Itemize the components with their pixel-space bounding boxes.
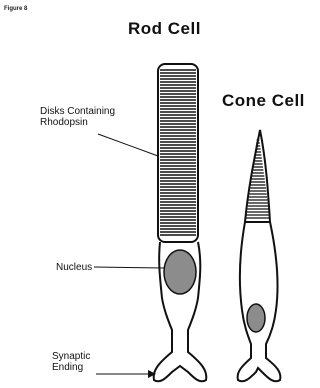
rod-nucleus [164, 250, 196, 294]
cone-nucleus [247, 304, 265, 332]
rod-disks [160, 70, 196, 235]
cone-cell [238, 130, 281, 381]
rod-cell [154, 64, 207, 381]
disks-pointer-line [98, 134, 158, 156]
nucleus-pointer-line [94, 267, 164, 268]
cone-inner-segment [238, 222, 281, 381]
